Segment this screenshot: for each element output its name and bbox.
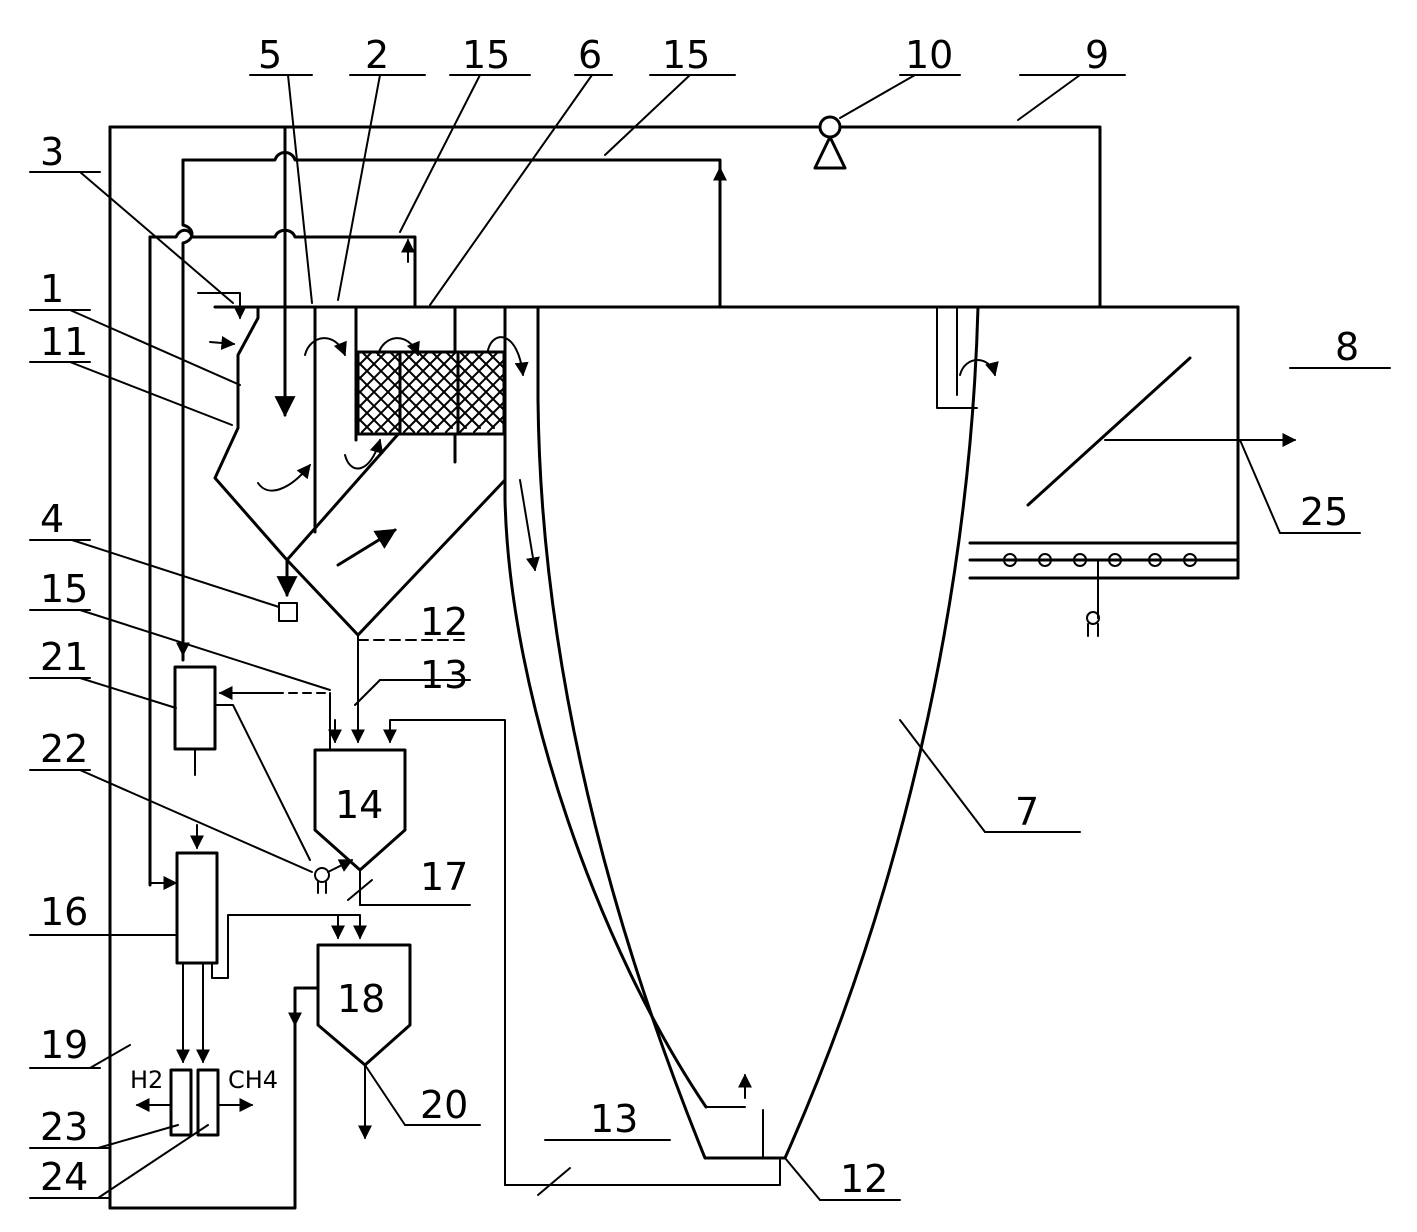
label-4: 4 [40, 497, 64, 541]
label-6: 6 [578, 33, 602, 77]
label-9: 9 [1085, 33, 1109, 77]
tank-18 [316, 943, 412, 1140]
label-23: 23 [40, 1105, 88, 1149]
settling-tank [936, 305, 1297, 637]
part-labels: 5 2 15 6 15 10 9 3 1 11 4 15 21 22 16 19… [40, 33, 1359, 1201]
label-15c: 15 [40, 567, 88, 611]
label-5: 5 [258, 33, 282, 77]
pump-icon [813, 115, 847, 170]
label-17: 17 [420, 855, 468, 899]
main-reactor-tank [213, 305, 1240, 1201]
gas-storage [135, 1068, 254, 1137]
label-15a: 15 [462, 33, 510, 77]
label-13-bottom: 13 [590, 1097, 638, 1141]
label-13-top: 13 [420, 653, 468, 697]
label-12-top: 12 [420, 600, 468, 644]
label-15b: 15 [662, 33, 710, 77]
label-10: 10 [905, 33, 953, 77]
label-3: 3 [40, 130, 64, 174]
label-1: 1 [40, 267, 64, 311]
aeration-holes [1003, 553, 1197, 567]
label-20: 20 [420, 1083, 468, 1127]
label-h2: H2 [130, 1066, 163, 1094]
piping-network [108, 125, 1102, 1210]
label-8: 8 [1335, 325, 1359, 369]
flow-arrows [209, 335, 529, 492]
label-7: 7 [1015, 790, 1039, 834]
label-21: 21 [40, 635, 88, 679]
label-14: 14 [335, 783, 383, 827]
label-11: 11 [40, 320, 88, 364]
label-24: 24 [40, 1155, 88, 1199]
label-25: 25 [1300, 490, 1348, 534]
drain-valve-icon [1086, 611, 1100, 637]
packing-media [356, 350, 506, 436]
label-19: 19 [40, 1023, 88, 1067]
label-12-bottom: 12 [840, 1157, 888, 1201]
label-22: 22 [40, 727, 88, 771]
column-21 [173, 665, 331, 861]
label-ch4: CH4 [228, 1066, 278, 1094]
label-18: 18 [337, 977, 385, 1021]
outlet-box [278, 602, 298, 622]
leader-lines [29, 74, 1391, 1201]
label-2: 2 [365, 33, 389, 77]
column-16 [175, 824, 367, 1064]
tank-14 [313, 634, 781, 1186]
label-16: 16 [40, 890, 88, 934]
